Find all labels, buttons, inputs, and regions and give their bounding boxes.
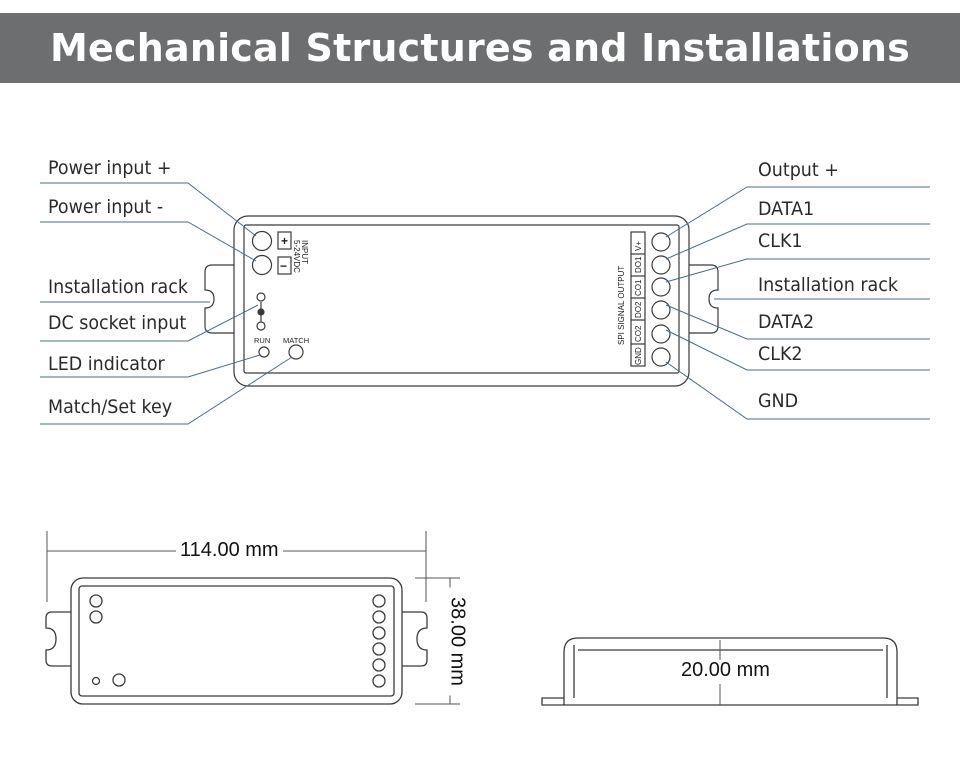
label-clk1: CLK1	[758, 230, 803, 252]
input-voltage-label: 5-24VDC	[292, 240, 301, 273]
power-plus-terminal	[251, 230, 273, 252]
run-label: RUN	[254, 336, 270, 345]
label-power-input-plus: Power input +	[48, 157, 172, 179]
pin-label-do1: DO1	[634, 256, 643, 273]
page-title: Mechanical Structures and Installations	[50, 26, 910, 70]
dimension-width: 38.00 mm	[445, 587, 469, 696]
match-label: MATCH	[283, 336, 309, 345]
dimension-length: 114.00 mm	[176, 539, 283, 562]
label-clk2: CLK2	[758, 343, 803, 365]
label-installation-rack-left: Installation rack	[48, 276, 189, 298]
minus-sign: −	[280, 259, 287, 273]
label-gnd: GND	[758, 390, 799, 412]
left-mount-ear	[204, 264, 234, 334]
label-data1: DATA1	[758, 198, 815, 220]
input-label: INPUT	[300, 240, 309, 264]
pin-label-v-plus: V+	[634, 241, 643, 251]
label-output-plus: Output +	[758, 159, 839, 181]
pin-label-do2: DO2	[634, 301, 643, 318]
top-view-body	[70, 577, 403, 705]
side-view-body	[563, 637, 898, 705]
pin-label-gnd: GND	[634, 347, 643, 365]
right-mount-ear	[689, 264, 719, 334]
match-key-circle	[288, 344, 304, 360]
dimension-height: 20.00 mm	[681, 659, 770, 681]
label-dc-socket-input: DC socket input	[48, 312, 187, 334]
header-banner: Mechanical Structures and Installations	[0, 13, 960, 83]
pin-label-co1: CO1	[634, 279, 643, 296]
led-indicator-dot	[258, 346, 270, 358]
label-data2: DATA2	[758, 311, 815, 333]
plus-sign: +	[281, 234, 288, 248]
spi-label: SPI SIGNAL OUTPUT	[617, 266, 626, 345]
device-body	[233, 215, 690, 387]
device-panel	[243, 224, 680, 374]
label-led-indicator: LED indicator	[48, 353, 165, 375]
label-match-set-key: Match/Set key	[48, 396, 173, 418]
pin-label-co2: CO2	[634, 325, 643, 342]
power-minus-terminal	[251, 254, 273, 276]
label-installation-rack-right: Installation rack	[758, 274, 899, 296]
label-power-input-minus: Power input -	[48, 196, 164, 218]
